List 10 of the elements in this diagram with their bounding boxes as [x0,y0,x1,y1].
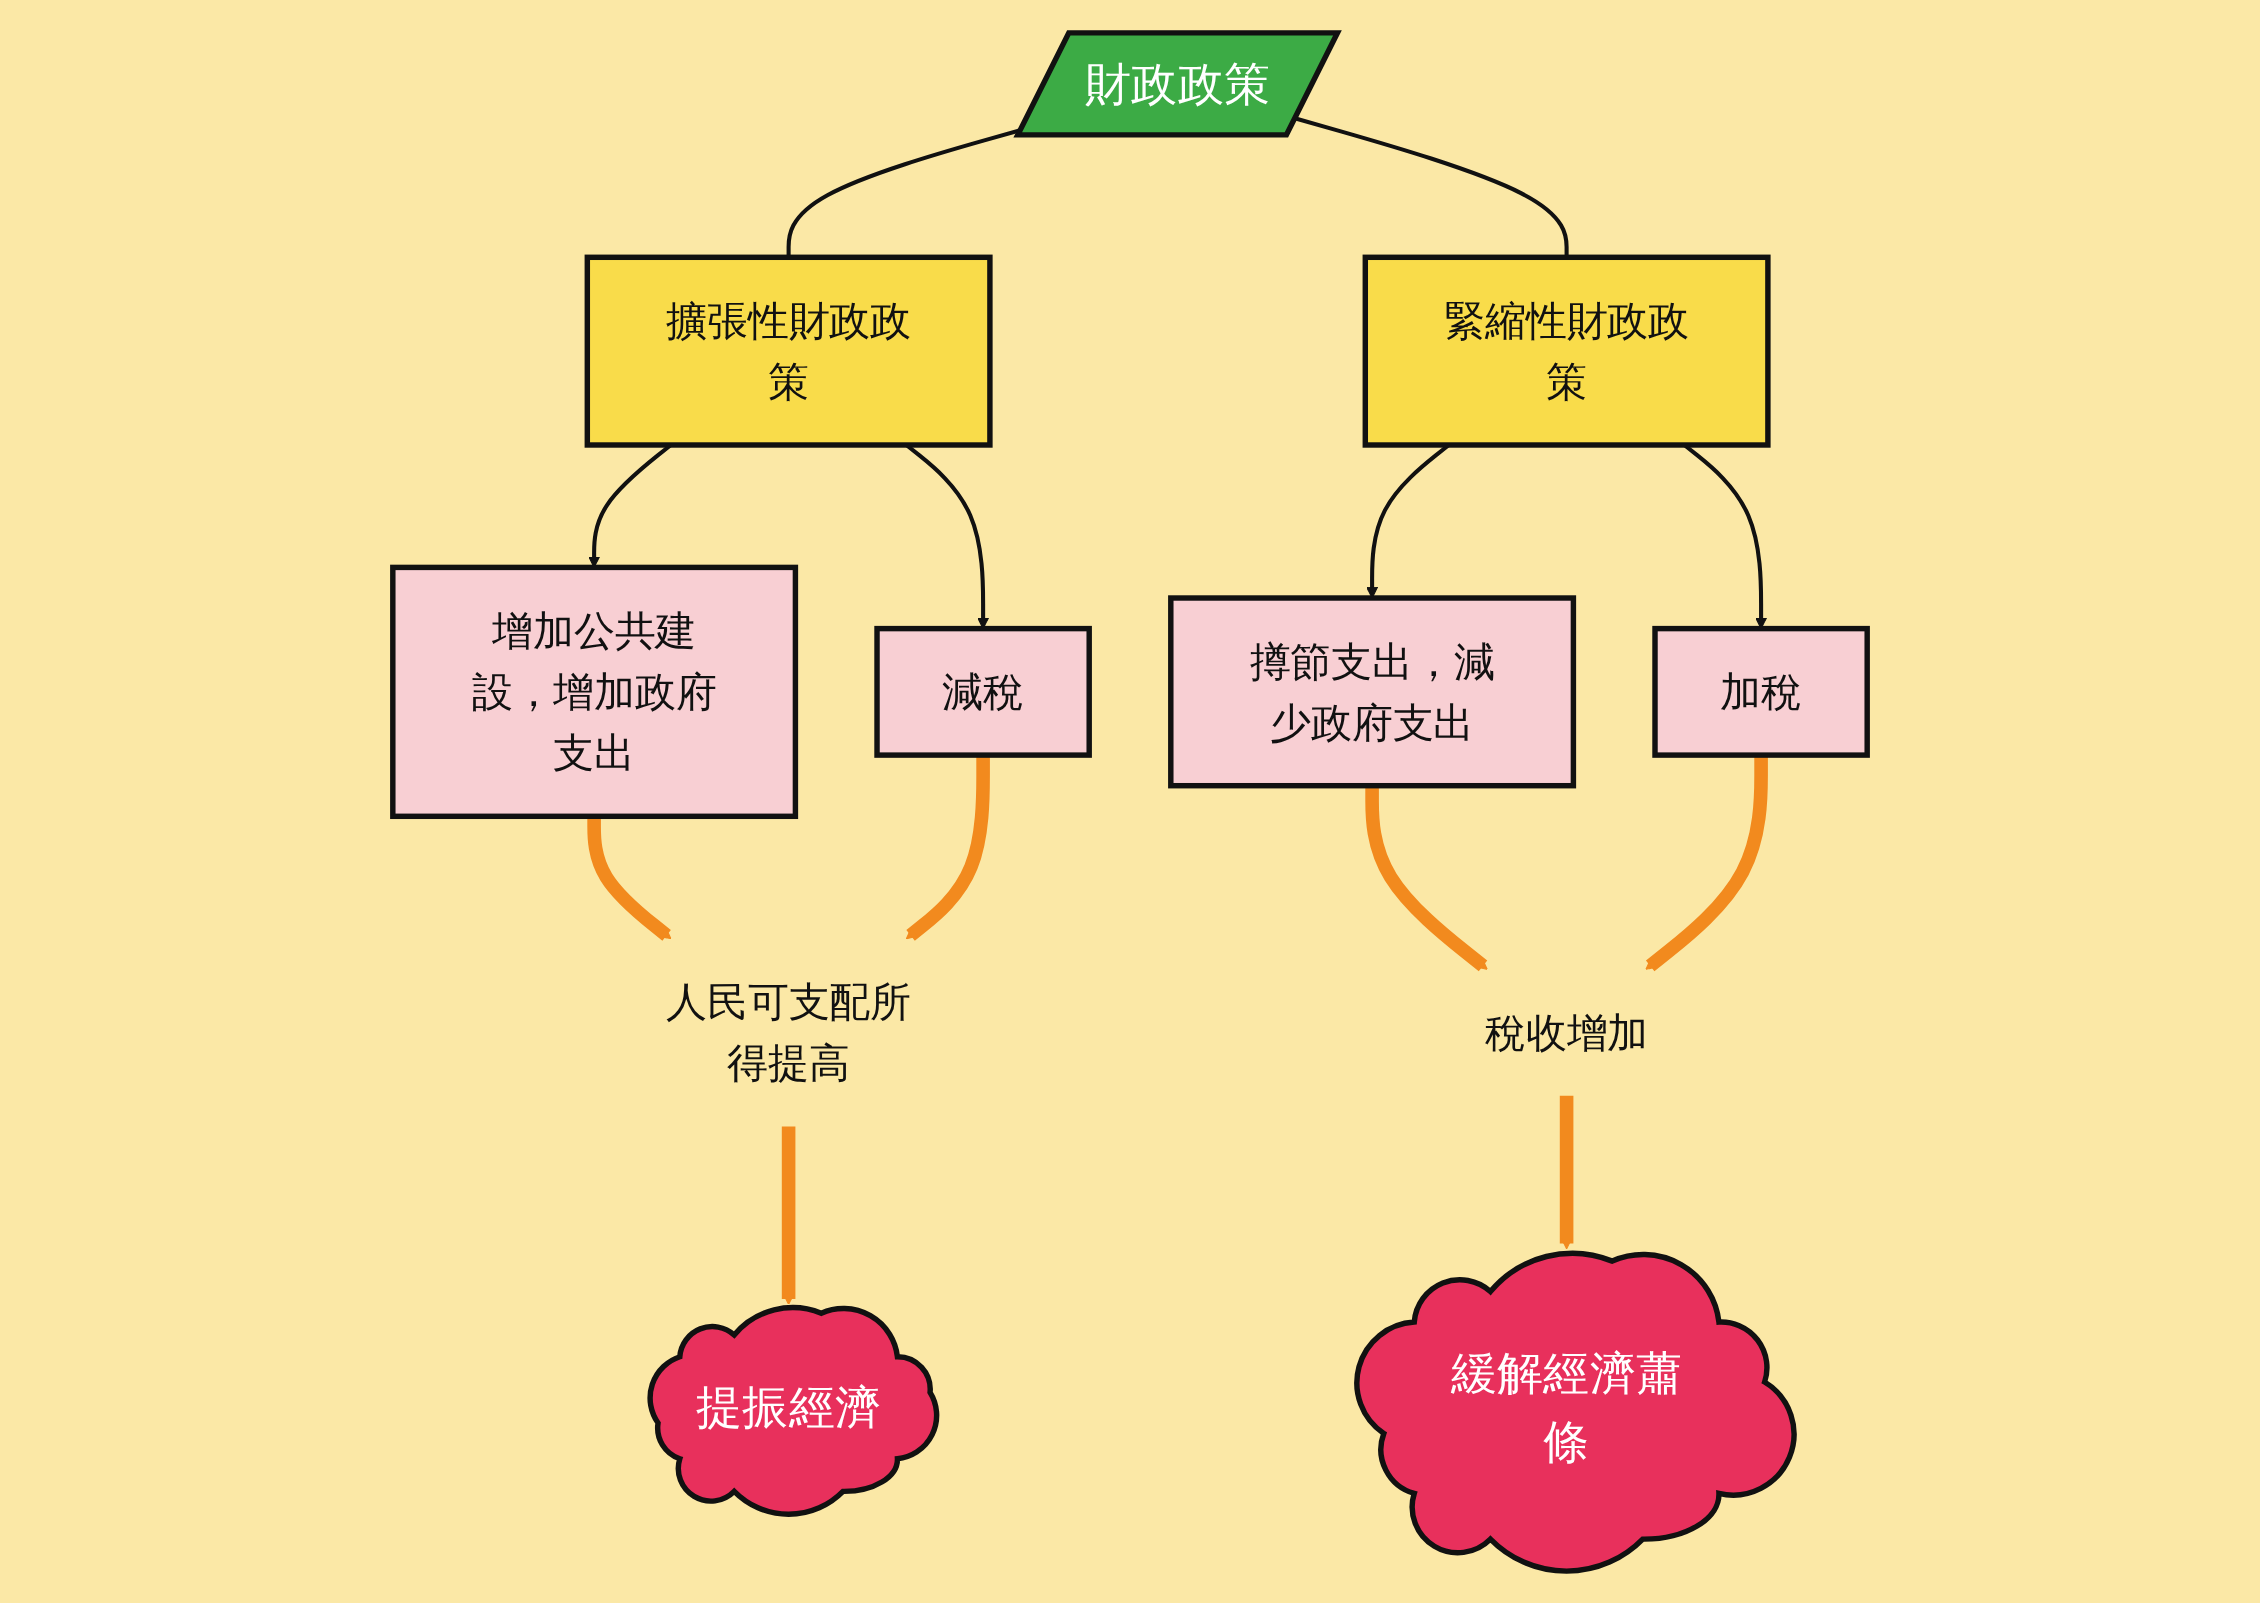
node-box: 加稅 [1652,625,1870,758]
arrow [1559,1095,1574,1249]
node-box: 增加公共建設，增加政府支出 [390,564,799,819]
arrow [781,1125,796,1305]
node-box: 緊縮性財政政策 [1362,254,1771,448]
node-text: 稅收增加 [1484,1008,1649,1056]
node-text: 人民可支配所得提高 [666,977,912,1087]
node-box: 撙節支出，減少政府支出 [1168,594,1577,788]
node-box: 擴張性財政政策 [584,254,993,448]
node-box: 減稅 [874,625,1092,758]
